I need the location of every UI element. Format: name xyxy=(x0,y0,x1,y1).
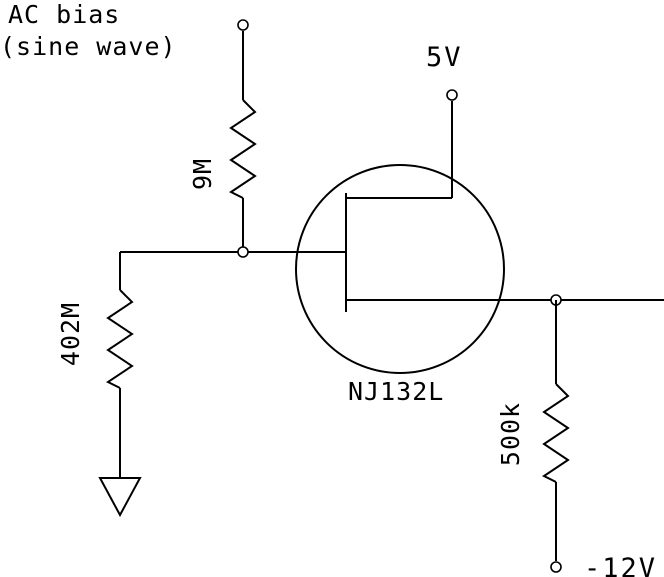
ac-bias-label-line2: (sine wave) xyxy=(0,32,177,61)
resistor-9m-symbol xyxy=(229,99,257,199)
ground-symbol xyxy=(98,477,142,518)
supply-neg12v-label: -12V xyxy=(584,553,657,577)
jfet-envelope xyxy=(295,164,505,374)
resistor-402m-label: 402M xyxy=(56,302,85,366)
ac-bias-terminal xyxy=(237,19,249,31)
resistor-500k-label: 500k xyxy=(496,402,525,466)
gate-resistor-branch xyxy=(98,252,142,518)
ac-bias-label-line1: AC bias xyxy=(8,0,120,29)
jfet-symbol xyxy=(295,101,664,374)
ac-bias-branch xyxy=(229,19,257,252)
supply-5v-terminal xyxy=(446,89,458,101)
resistor-402m-symbol xyxy=(106,289,134,389)
supply-5v-label: 5V xyxy=(426,42,463,73)
load-resistor-branch xyxy=(542,294,570,573)
resistor-500k-symbol xyxy=(542,383,570,483)
gate-junction-node xyxy=(237,246,249,258)
jfet-part-label: NJ132L xyxy=(348,377,444,406)
supply-neg12v-terminal xyxy=(550,561,562,573)
resistor-9m-label: 9M xyxy=(188,158,217,190)
